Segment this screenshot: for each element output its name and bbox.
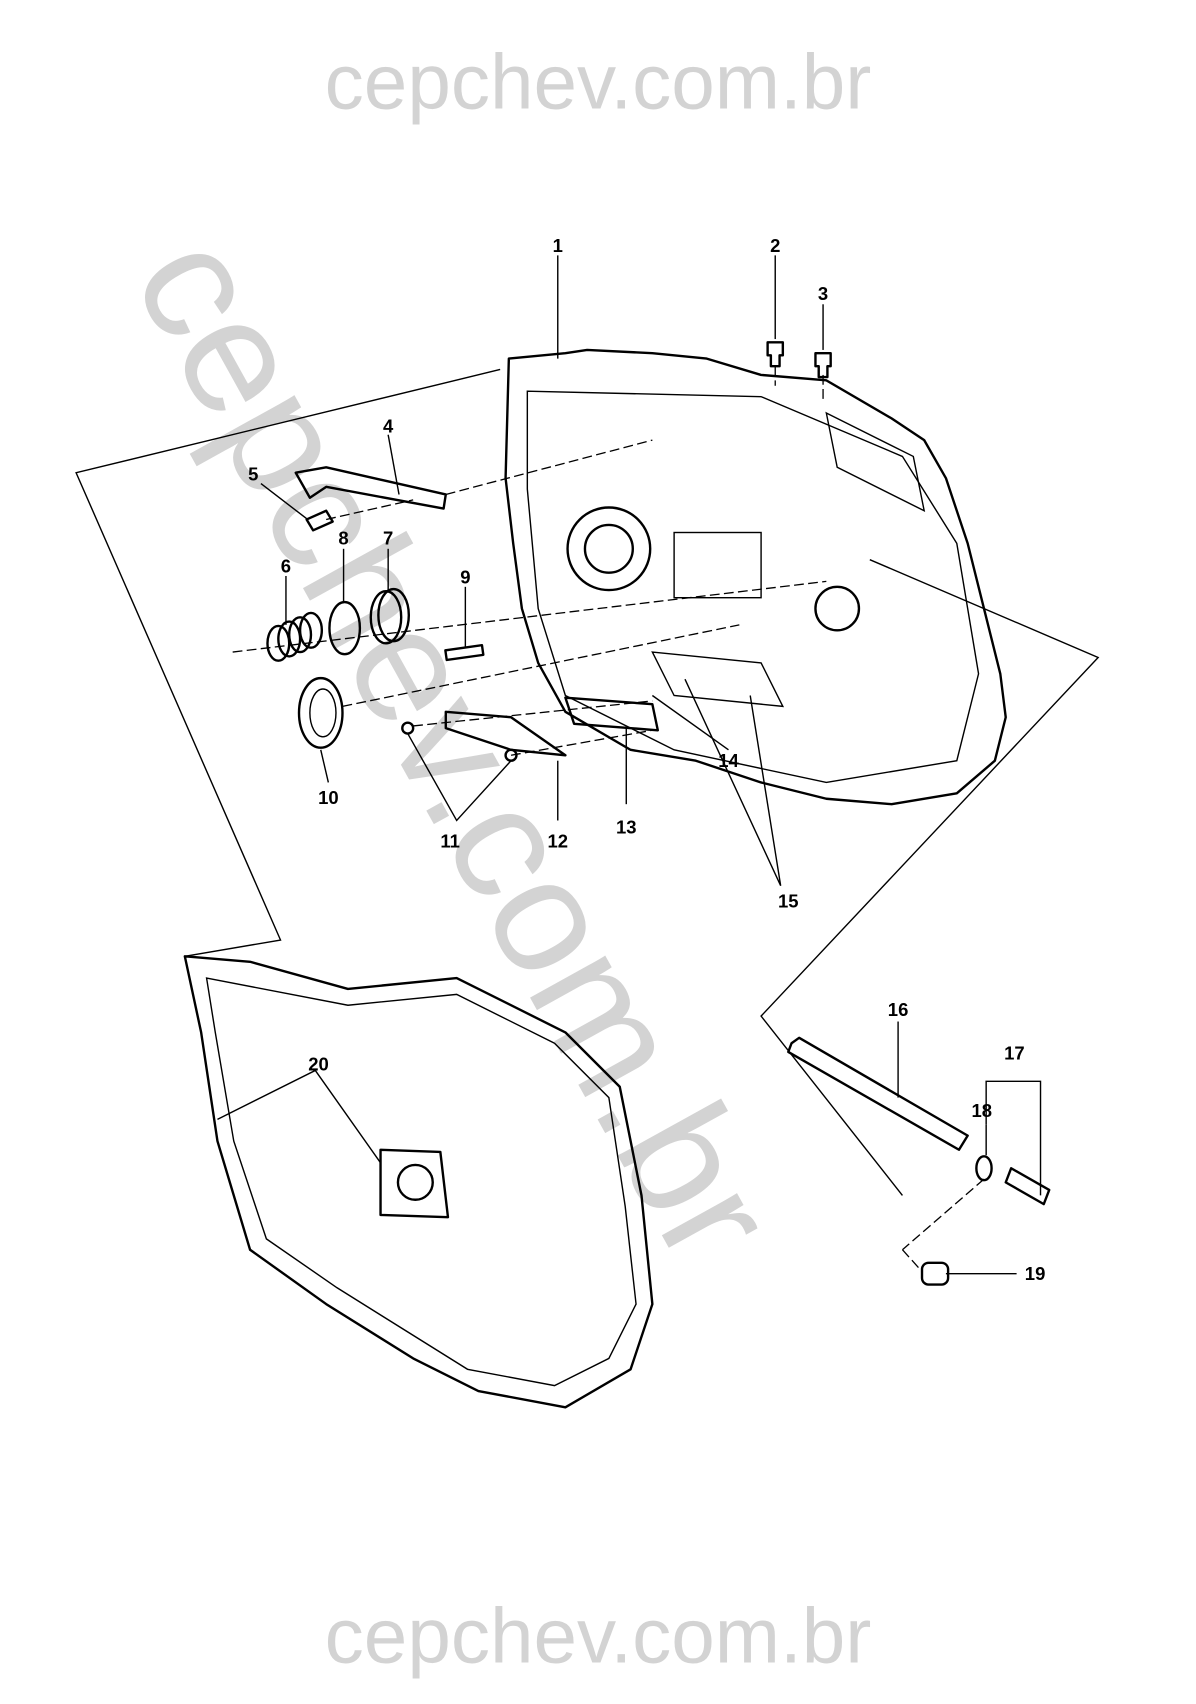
callout-1: 1: [553, 235, 563, 256]
lever-4: [294, 466, 447, 510]
callout-10: 10: [318, 787, 339, 808]
callout-6: 6: [281, 556, 291, 577]
bolt-5: [305, 509, 334, 532]
cap-19: [920, 1261, 950, 1286]
callout-4: 4: [383, 416, 394, 437]
shaft-16: [787, 1036, 969, 1151]
o-ring-8: [328, 600, 362, 656]
callout-19: 19: [1025, 1263, 1046, 1284]
callout-18: 18: [972, 1100, 993, 1121]
callout-13: 13: [616, 817, 637, 838]
o-ring-18: [975, 1155, 993, 1182]
callout-9: 9: [460, 567, 470, 588]
callout-8: 8: [338, 527, 348, 548]
callout-3: 3: [818, 283, 828, 304]
callout-5: 5: [248, 463, 258, 484]
callout-12: 12: [547, 831, 568, 852]
callout-11: 11: [440, 831, 460, 852]
watermark-diagonal: cepchev.com.br: [100, 205, 812, 1289]
plug-3: [814, 351, 832, 379]
watermark-top: cepchev.com.br: [325, 38, 872, 126]
callout-2: 2: [770, 235, 780, 256]
leader-lines: [217, 255, 1042, 1275]
watermark-bottom: cepchev.com.br: [325, 1592, 872, 1680]
transmission-case: [504, 348, 1007, 806]
alignment-lines: [232, 366, 985, 1272]
sensor-17: [1004, 1167, 1051, 1206]
callout-7: 7: [383, 527, 393, 548]
callout-20: 20: [308, 1053, 329, 1074]
pin-9: [444, 643, 485, 662]
callout-labels: 1 2 3 4 5 6 7 8 9 10 11 12 13 14 15 16 1…: [248, 235, 1045, 1284]
callout-16: 16: [888, 999, 909, 1020]
seal-10: [297, 676, 344, 749]
callout-15: 15: [778, 890, 799, 911]
spring-6: [266, 611, 324, 662]
callout-14: 14: [718, 750, 739, 771]
shim-13: [564, 696, 659, 732]
gear-7: [369, 587, 411, 645]
callout-17: 17: [1004, 1043, 1025, 1064]
gasket-20: [183, 955, 654, 1409]
plug-2: [766, 341, 785, 368]
